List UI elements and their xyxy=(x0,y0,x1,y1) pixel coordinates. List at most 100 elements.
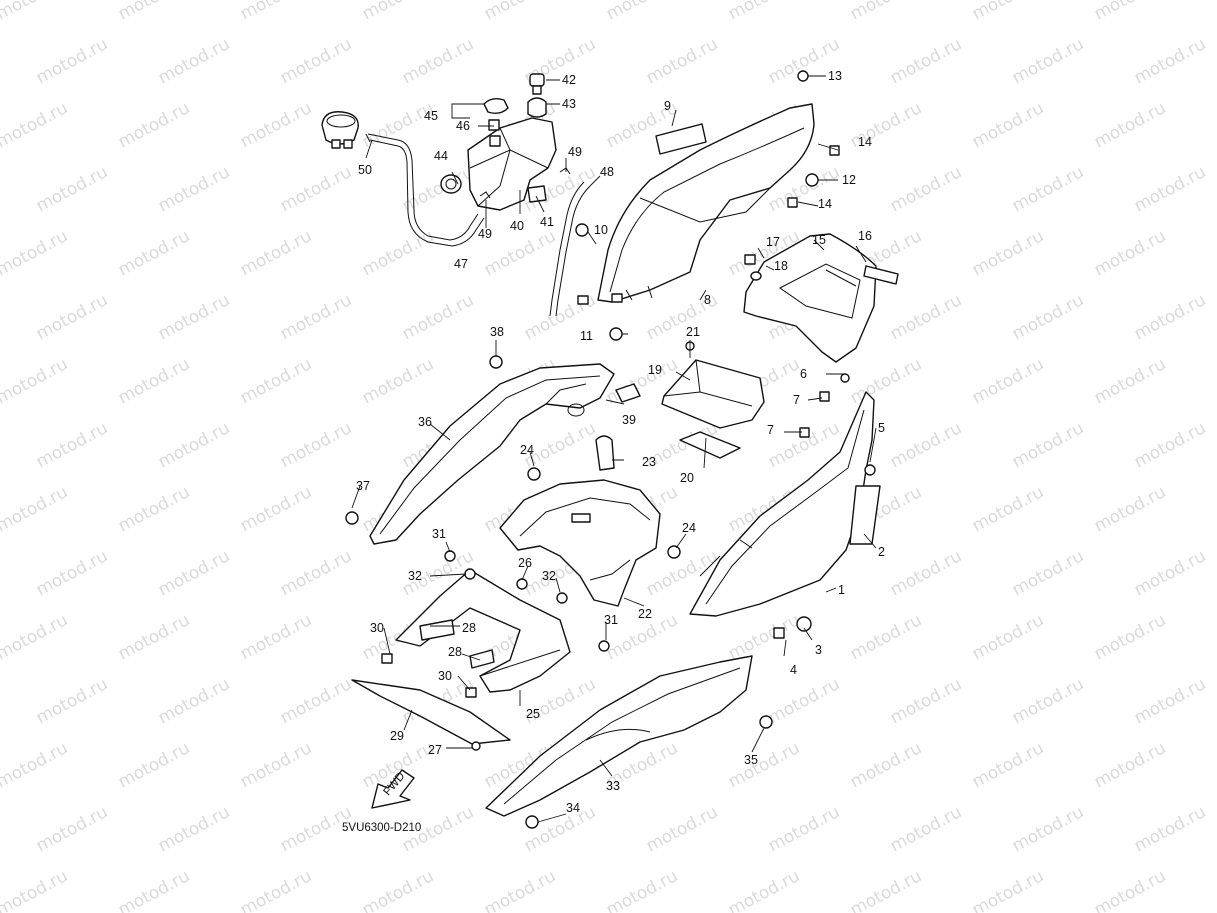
watermark: motod.ru xyxy=(725,866,803,913)
watermark: motod.ru xyxy=(1009,546,1087,600)
watermark: motod.ru xyxy=(847,866,925,913)
callout-c1: 1 xyxy=(838,583,845,597)
watermark: motod.ru xyxy=(0,98,71,152)
watermark: motod.ru xyxy=(481,866,559,913)
callout-c49b: 49 xyxy=(568,145,582,159)
callout-c47: 47 xyxy=(454,257,468,271)
pad-28b xyxy=(469,649,495,669)
callout-c22: 22 xyxy=(638,607,652,621)
watermark: motod.ru xyxy=(237,226,315,280)
callout-c12: 12 xyxy=(842,173,856,187)
watermark: motod.ru xyxy=(1091,482,1169,536)
watermark: motod.ru xyxy=(33,674,111,728)
callout-c23: 23 xyxy=(642,455,656,469)
watermark: motod.ru xyxy=(237,0,315,24)
watermark: motod.ru xyxy=(155,546,233,600)
callout-c31b: 31 xyxy=(604,613,618,627)
callout-c3: 3 xyxy=(815,643,822,657)
callout-c49a: 49 xyxy=(478,227,492,241)
callout-c4: 4 xyxy=(790,663,797,677)
watermark: motod.ru xyxy=(0,738,71,792)
callout-c50: 50 xyxy=(358,163,372,177)
watermark: motod.ru xyxy=(115,226,193,280)
callout-c9: 9 xyxy=(664,99,671,113)
callout-c44: 44 xyxy=(434,149,448,163)
watermark: motod.ru xyxy=(969,866,1047,913)
watermark: motod.ru xyxy=(1091,0,1169,24)
callout-c32a: 32 xyxy=(408,569,422,583)
callout-c39: 39 xyxy=(622,413,636,427)
watermark: motod.ru xyxy=(0,866,71,913)
watermark: motod.ru xyxy=(725,610,803,664)
watermark: motod.ru xyxy=(1091,866,1169,913)
watermark: motod.ru xyxy=(237,610,315,664)
callout-c46: 46 xyxy=(456,119,470,133)
callout-c30b: 30 xyxy=(438,669,452,683)
watermark: motod.ru xyxy=(969,226,1047,280)
watermark: motod.ru xyxy=(0,610,71,664)
callout-c19: 19 xyxy=(648,363,662,377)
watermark: motod.ru xyxy=(725,0,803,24)
callout-c42: 42 xyxy=(562,73,576,87)
leader-lines xyxy=(351,75,877,823)
watermark: motod.ru xyxy=(1091,98,1169,152)
watermark: motod.ru xyxy=(237,482,315,536)
callout-c21: 21 xyxy=(686,325,700,339)
callout-c32b: 32 xyxy=(542,569,556,583)
watermark: motod.ru xyxy=(969,0,1047,24)
watermark: motod.ru xyxy=(847,610,925,664)
rear-cover-8 xyxy=(577,103,815,305)
callout-c40: 40 xyxy=(510,219,524,233)
watermark: motod.ru xyxy=(1131,674,1209,728)
watermark: motod.ru xyxy=(887,674,965,728)
label-41 xyxy=(527,185,547,203)
watermark: motod.ru xyxy=(603,0,681,24)
watermark: motod.ru xyxy=(765,802,843,856)
watermark: motod.ru xyxy=(969,98,1047,152)
callout-c16: 16 xyxy=(858,229,872,243)
lower-bracket-25 xyxy=(351,569,571,745)
reservoir-assembly xyxy=(321,73,591,317)
watermark: motod.ru xyxy=(1091,354,1169,408)
watermark: motod.ru xyxy=(1009,802,1087,856)
watermark: motod.ru xyxy=(1091,738,1169,792)
watermark: motod.ru xyxy=(643,34,721,88)
callout-c35: 35 xyxy=(744,753,758,767)
watermark: motod.ru xyxy=(1131,418,1209,472)
callout-c14a: 14 xyxy=(858,135,872,149)
watermark: motod.ru xyxy=(1131,34,1209,88)
callout-c48: 48 xyxy=(600,165,614,179)
watermark: motod.ru xyxy=(847,0,925,24)
watermark: motod.ru xyxy=(1131,290,1209,344)
watermark: motod.ru xyxy=(847,738,925,792)
watermark: motod.ru xyxy=(115,354,193,408)
callout-c45: 45 xyxy=(424,109,438,123)
callout-c8: 8 xyxy=(704,293,711,307)
callout-c5: 5 xyxy=(878,421,885,435)
watermark: motod.ru xyxy=(1009,418,1087,472)
watermark: motod.ru xyxy=(847,354,925,408)
watermark: motod.ru xyxy=(1091,610,1169,664)
watermark: motod.ru xyxy=(887,546,965,600)
watermark: motod.ru xyxy=(969,354,1047,408)
callout-c31a: 31 xyxy=(432,527,446,541)
lower-side-cover-33 xyxy=(485,655,753,817)
callout-c29: 29 xyxy=(390,729,404,743)
callout-c7b: 7 xyxy=(767,423,774,437)
tail-cover-15 xyxy=(743,233,899,363)
inner-fender-22 xyxy=(499,435,661,607)
side-rail-36 xyxy=(369,363,641,545)
pad-20 xyxy=(679,431,741,459)
pad-28a xyxy=(419,619,455,641)
watermark: motod.ru xyxy=(155,290,233,344)
callout-c7a: 7 xyxy=(793,393,800,407)
watermark: motod.ru xyxy=(0,354,71,408)
watermark: motod.ru xyxy=(887,162,965,216)
watermark: motod.ru xyxy=(277,290,355,344)
callout-c43: 43 xyxy=(562,97,576,111)
watermark: motod.ru xyxy=(237,98,315,152)
watermark: motod.ru xyxy=(155,418,233,472)
fwd-arrow-icon xyxy=(371,769,415,809)
bracket-19 xyxy=(661,359,765,459)
